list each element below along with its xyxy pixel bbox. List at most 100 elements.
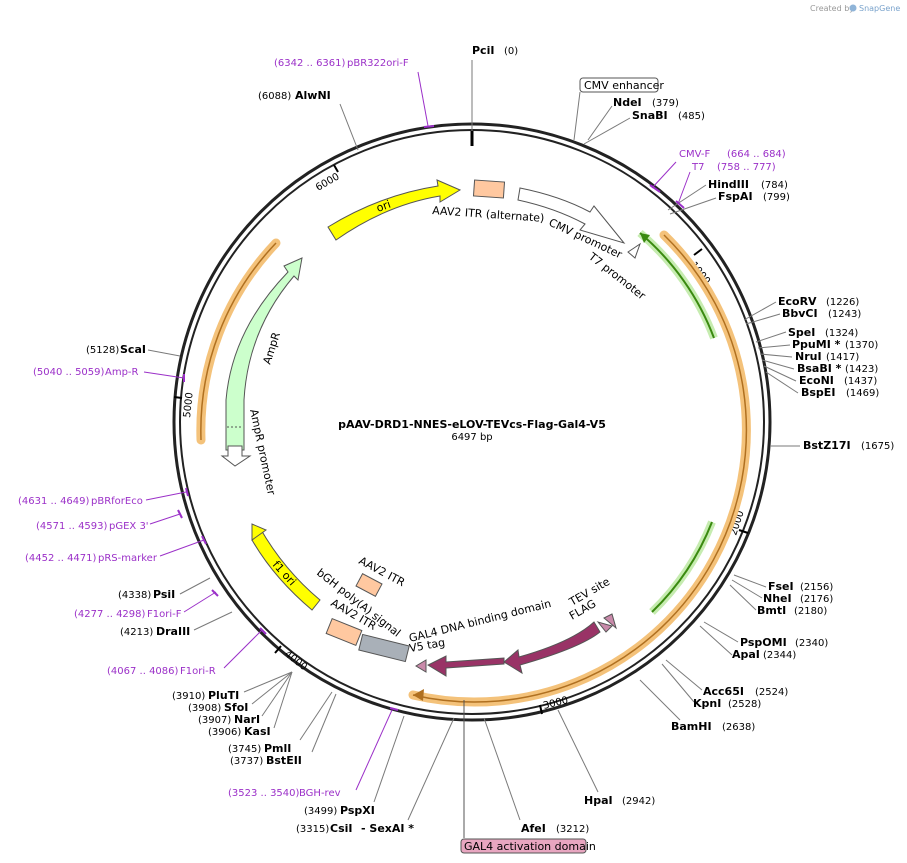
site-pluti[interactable]: PluTI (208, 689, 239, 702)
site-bmti[interactable]: BmtI (757, 604, 786, 617)
site-spei[interactable]: SpeI (788, 326, 815, 339)
site-psii[interactable]: PsiI (153, 588, 175, 601)
site-kpni[interactable]: KpnI (693, 697, 721, 710)
svg-text:(2180): (2180) (794, 606, 827, 617)
svg-text:(2942): (2942) (622, 796, 655, 807)
aav2-itr-alt-label: AAV2 ITR (alternate) (432, 204, 545, 225)
f1-ori-head (251, 523, 268, 541)
v5-tag-feature[interactable] (415, 659, 427, 673)
cmv-enhancer-box[interactable] (579, 77, 659, 93)
ampr-label: AmpR (260, 330, 283, 366)
site-pcii[interactable]: PciI (472, 44, 494, 57)
watermark-text: Created by (810, 4, 854, 13)
aav2-itr-alt-feature[interactable] (472, 179, 506, 199)
site-bamhi[interactable]: BamHI (671, 720, 712, 733)
svg-text:(3906): (3906) (208, 727, 241, 738)
site-fsei[interactable]: FseI (768, 580, 794, 593)
site-sfoi[interactable]: SfoI (224, 701, 248, 714)
svg-text:(4067 .. 4086): (4067 .. 4086) (107, 666, 179, 677)
site-fspai[interactable]: FspAI (718, 190, 753, 203)
svg-text:(1437): (1437) (844, 376, 877, 387)
site-bspei[interactable]: BspEI (801, 386, 835, 399)
site-acc65i[interactable]: Acc65I (703, 685, 744, 698)
gal4-ad-box[interactable] (460, 838, 587, 854)
site-ppumi[interactable]: PpuMI * (792, 338, 841, 351)
site-hindiii[interactable]: HindIII (708, 178, 749, 191)
svg-text:(4338): (4338) (118, 590, 151, 601)
green-arc-top-head (640, 233, 650, 243)
site-ecorv[interactable]: EcoRV (778, 295, 817, 308)
cmv-promoter-feature[interactable] (517, 187, 626, 244)
svg-text:(1243): (1243) (828, 309, 861, 320)
svg-text:(2638): (2638) (722, 722, 755, 733)
gal4-dbd-feature[interactable] (426, 655, 505, 677)
t7-promoter-feature[interactable] (627, 242, 641, 259)
primer-f1ori-f[interactable]: F1ori-F (147, 609, 182, 620)
restriction-sites: PciI (0) NdeI (379) SnaBI (485) HindIII … (86, 44, 894, 835)
primer-cmv-f[interactable]: CMV-F (679, 149, 710, 160)
svg-text:(1324): (1324) (825, 328, 858, 339)
orange-arc-right-line (412, 234, 748, 703)
svg-text:(2524): (2524) (755, 687, 788, 698)
primer-f1ori-r[interactable]: F1ori-R (180, 666, 216, 677)
primer-t7[interactable]: T7 (691, 162, 704, 173)
f1-ori-feature[interactable] (251, 527, 321, 611)
primer-amp-r[interactable]: Amp-R (105, 367, 139, 378)
svg-text:(799): (799) (763, 192, 790, 203)
site-ndei[interactable]: NdeI (613, 96, 642, 109)
svg-text:(2156): (2156) (800, 582, 833, 593)
svg-text:(1469): (1469) (846, 388, 879, 399)
site-alwni[interactable]: AlwNI (295, 89, 331, 102)
site-kasi[interactable]: KasI (244, 725, 271, 738)
site-pmli[interactable]: PmlI (264, 742, 291, 755)
svg-text:(485): (485) (678, 111, 705, 122)
svg-text:(3908): (3908) (188, 703, 221, 714)
gal4-ad-feature[interactable] (503, 621, 601, 675)
svg-text:(4631 .. 4649): (4631 .. 4649) (18, 496, 90, 507)
site-nrui[interactable]: NruI (795, 350, 822, 363)
site-nhei[interactable]: NheI (763, 592, 792, 605)
svg-text:(784): (784) (761, 180, 788, 191)
site-bbvci[interactable]: BbvCI (782, 307, 818, 320)
primer-prs-marker[interactable]: pRS-marker (98, 553, 158, 564)
aav2-itr-2-feature[interactable] (325, 617, 363, 647)
ori-feature[interactable] (327, 179, 462, 241)
primer-pgex3[interactable]: pGEX 3' (109, 521, 149, 532)
aav2-itr-feature[interactable] (355, 572, 383, 598)
green-arc-bottom-line (651, 521, 713, 613)
site-apai[interactable]: ApaI (732, 648, 760, 661)
ampr-promoter-feature[interactable] (220, 445, 252, 467)
site-csii[interactable]: CsiI (330, 822, 352, 835)
svg-text:(3315): (3315) (296, 824, 329, 835)
tev-site-feature[interactable] (603, 613, 617, 630)
site-snabi[interactable]: SnaBI (632, 109, 668, 122)
svg-text:(3907): (3907) (198, 715, 231, 726)
v5-tag-label: V5 tag (408, 636, 446, 655)
primers: (6342 .. 6361) pBR322ori-F CMV-F (664 ..… (18, 58, 786, 799)
primer-pbr322ori-f[interactable]: pBR322ori-F (347, 58, 409, 69)
site-afei[interactable]: AfeI (521, 822, 546, 835)
ampr-feature[interactable] (225, 257, 303, 451)
site-pspxi[interactable]: PspXI (340, 804, 375, 817)
svg-text:(1423): (1423) (845, 364, 878, 375)
site-draiii[interactable]: DraIII (156, 625, 190, 638)
primer-bgh-rev[interactable]: BGH-rev (299, 788, 341, 799)
primer-pbrforeco[interactable]: pBRforEco (91, 496, 143, 507)
svg-text:(379): (379) (652, 98, 679, 109)
bgh-feature[interactable] (358, 633, 410, 663)
svg-text:(2176): (2176) (800, 594, 833, 605)
green-arc-bottom (649, 520, 716, 615)
site-sexai[interactable]: - SexAI * (361, 822, 414, 835)
tick-4000: 4000 (282, 649, 309, 673)
site-nari[interactable]: NarI (234, 713, 260, 726)
site-econi[interactable]: EcoNI (799, 374, 834, 387)
site-hpai[interactable]: HpaI (584, 794, 613, 807)
flag-feature[interactable] (596, 621, 613, 633)
site-bsabi[interactable]: BsaBI * (797, 362, 842, 375)
ori-label: ori (375, 198, 393, 215)
site-bstz17i[interactable]: BstZ17I (803, 439, 851, 452)
site-scai[interactable]: ScaI (120, 343, 146, 356)
site-bsteii[interactable]: BstEII (266, 754, 302, 767)
site-pspomi[interactable]: PspOMI (740, 636, 787, 649)
